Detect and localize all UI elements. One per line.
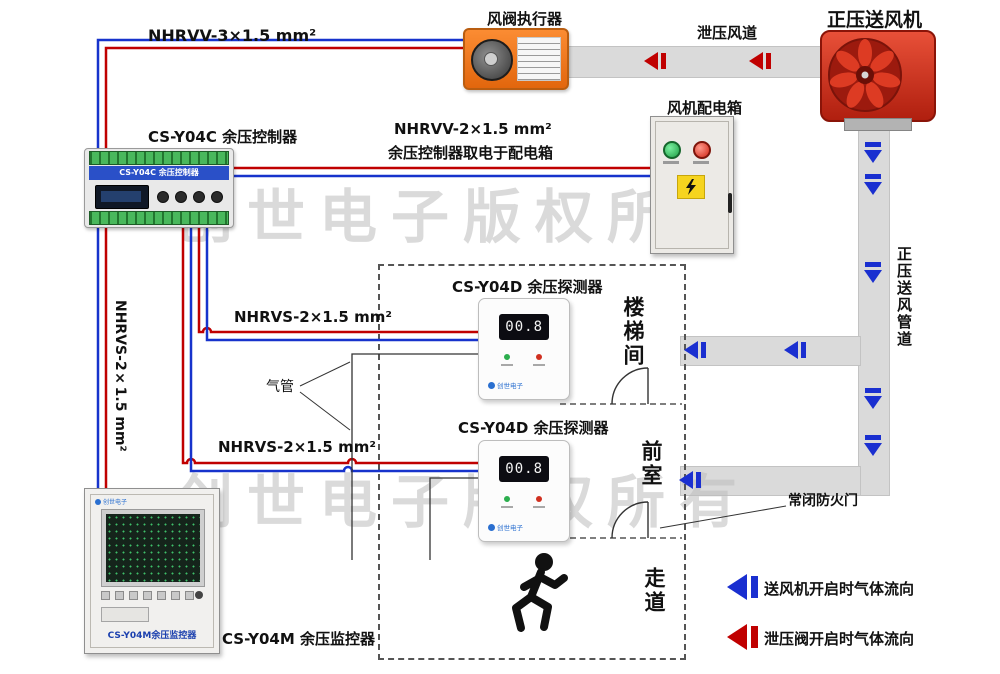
supply-flow-arrow-down xyxy=(864,142,882,456)
air-tube-detector1 xyxy=(351,353,478,560)
detector2-title: CS-Y04D 余压探测器 xyxy=(458,419,609,437)
fan-base xyxy=(844,118,912,131)
relief-flow-arrow xyxy=(644,52,771,70)
terminal-strip xyxy=(89,151,229,165)
actuator-knob xyxy=(471,39,513,81)
controller-lcd xyxy=(95,185,149,209)
brand-logo: 创世电子 xyxy=(488,522,523,532)
pressure-controller-device: CS-Y04C 余压控制器 xyxy=(84,148,234,228)
legend-relief-label: 泄压阀开启时气体流向 xyxy=(764,630,915,648)
brand-name: 创世电子 xyxy=(103,499,128,506)
brand-logo-icon xyxy=(488,523,495,531)
powerbox-door xyxy=(655,121,729,249)
powerbox-green-indicator xyxy=(663,141,681,159)
brand-logo: 创世电子 xyxy=(488,380,523,390)
door-symbol-frontroom xyxy=(611,501,649,539)
detector-green-led xyxy=(504,496,510,502)
supply-duct-branch-stairwell xyxy=(680,336,861,366)
air-tube-detector2 xyxy=(429,477,478,560)
detector-tag xyxy=(501,364,513,366)
controller-title: CS-Y04C 余压控制器 xyxy=(148,128,298,146)
legend-supply-label: 送风机开启时气体流向 xyxy=(764,580,915,598)
wire-red-to-actuator xyxy=(104,46,463,148)
monitor-device-label: CS-Y04M余压监控器 xyxy=(107,631,197,641)
air-tube-label: 气管 xyxy=(266,379,294,395)
controller-button xyxy=(157,191,169,203)
damper-actuator-device xyxy=(463,28,569,90)
monitor-screen xyxy=(106,514,200,582)
monitor-title: CS-Y04M 余压监控器 xyxy=(222,630,375,648)
wire-blue-to-detector2 xyxy=(189,226,478,473)
brand-logo-icon xyxy=(95,498,101,505)
relief-duct-title: 泄压风道 xyxy=(697,24,758,42)
legend-relief-arrow xyxy=(727,624,758,650)
cable-label-to-detector2: NHRVS-2×1.5 mm² xyxy=(218,438,376,456)
air-tube-pointer-line xyxy=(299,391,351,431)
detector-tag xyxy=(533,364,545,366)
actuator-nameplate xyxy=(517,37,561,81)
detector-tag xyxy=(533,506,545,508)
supply-fan-device xyxy=(820,26,936,131)
detector1-title: CS-Y04D 余压探测器 xyxy=(452,278,603,296)
cable-label-to-box-2: 余压控制器取电于配电箱 xyxy=(388,144,554,162)
relief-duct xyxy=(563,46,831,78)
monitor-buttons xyxy=(101,591,194,600)
monitor-slot xyxy=(101,607,149,622)
detector-tag xyxy=(501,506,513,508)
door-symbol-stairwell xyxy=(611,367,649,405)
powerbox-tag xyxy=(693,161,709,164)
terminal-strip xyxy=(89,211,229,225)
legend-supply-arrow xyxy=(727,574,758,600)
detector-red-led xyxy=(536,354,542,360)
cable-label-to-box-1: NHRVV-2×1.5 mm² xyxy=(394,120,552,138)
fire-door-label: 常闭防火门 xyxy=(788,493,858,509)
brand-logo: 创世电子 xyxy=(95,497,127,506)
powerbox-handle xyxy=(728,193,732,213)
powerbox-tag xyxy=(663,161,679,164)
fan-box-title: 风机配电箱 xyxy=(667,99,743,117)
running-person-icon xyxy=(512,553,568,632)
fan-title: 正压送风机 xyxy=(827,9,923,31)
wire-red-to-detector2 xyxy=(181,226,478,465)
wire-blue-to-detector1 xyxy=(205,226,478,342)
actuator-knob-center xyxy=(484,52,498,66)
supply-duct-vertical xyxy=(858,118,890,496)
air-tube-pointer-line xyxy=(299,361,351,387)
fan-impeller-icon xyxy=(828,38,902,112)
supply-duct-branch-frontroom xyxy=(680,466,861,496)
powerbox-red-indicator xyxy=(693,141,711,159)
supply-flow-arrow-left xyxy=(679,341,806,489)
cable-label-to-monitor: NHRVS-2×1.5 mm² xyxy=(112,300,128,452)
hazard-sticker-icon xyxy=(677,175,705,199)
detector-green-led xyxy=(504,354,510,360)
brand-name: 创世电子 xyxy=(497,524,523,532)
wire-blue-to-actuator xyxy=(96,38,463,148)
actuator-title: 风阀执行器 xyxy=(487,10,563,28)
brand-name: 创世电子 xyxy=(497,382,523,390)
corridor-label: 走道 xyxy=(642,567,666,615)
supply-duct-title: 正压送风管道 xyxy=(895,246,913,348)
detector-display: 00.8 xyxy=(499,314,549,340)
cable-label-to-detector1: NHRVS-2×1.5 mm² xyxy=(234,308,392,326)
monitor-door: 创世电子 CS-Y04M余压监控器 xyxy=(90,494,214,648)
front-room-label: 前室 xyxy=(639,440,663,488)
cable-label-to-actuator: NHRVV-3×1.5 mm² xyxy=(148,26,317,45)
detector-red-led xyxy=(536,496,542,502)
fire-door-pointer-line xyxy=(659,505,787,529)
controller-header-label: CS-Y04C 余压控制器 xyxy=(89,166,229,180)
pressure-detector-2: 00.8 创世电子 xyxy=(478,440,570,542)
stairwell-label: 楼梯间 xyxy=(621,296,645,368)
controller-button xyxy=(175,191,187,203)
pressure-monitor-device: 创世电子 CS-Y04M余压监控器 xyxy=(84,488,220,654)
controller-button xyxy=(211,191,223,203)
monitor-keyhole xyxy=(195,591,203,599)
pressure-detector-1: 00.8 创世电子 xyxy=(478,298,570,400)
controller-button xyxy=(193,191,205,203)
fan-power-box-device xyxy=(650,116,734,254)
detector-display: 00.8 xyxy=(499,456,549,482)
brand-logo-icon xyxy=(488,381,495,389)
monitor-screen-bezel xyxy=(101,509,205,587)
